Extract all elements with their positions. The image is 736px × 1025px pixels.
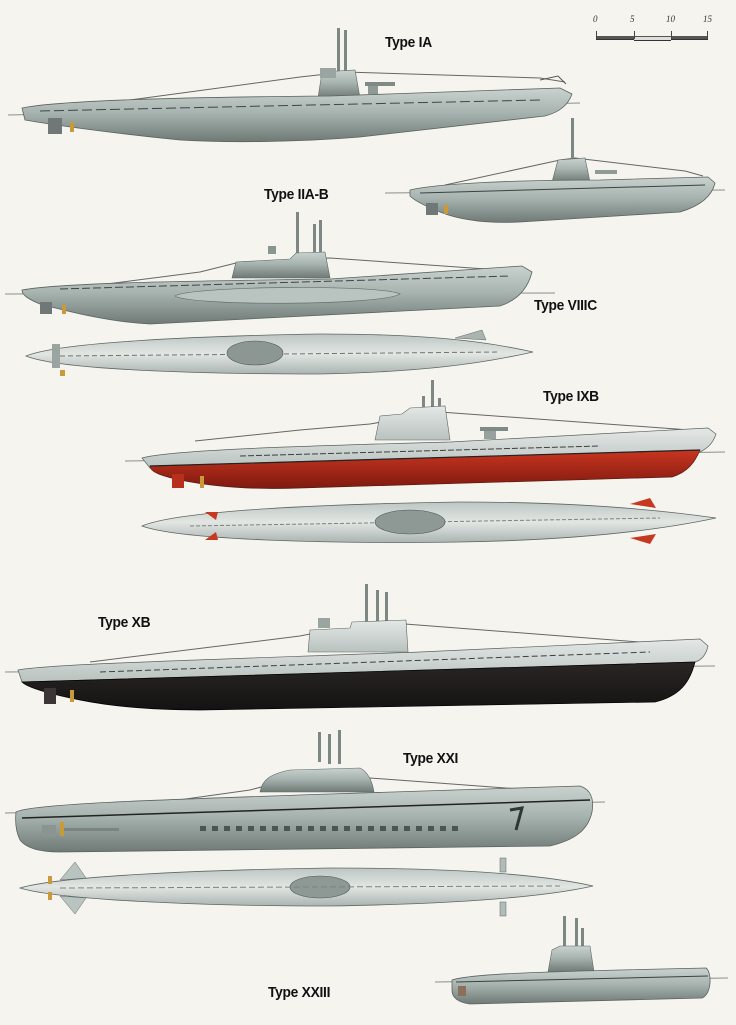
type-ixb-top-view	[140, 498, 717, 544]
scale-tick-label: 10	[666, 14, 675, 24]
scale-segment	[634, 36, 671, 41]
scale-tick-label: 0	[593, 14, 598, 24]
scale-tick-label: 5	[630, 14, 635, 24]
type-viic-top-view	[24, 329, 534, 376]
label-type-xxiii: Type XXIII	[268, 984, 331, 1001]
label-type-viic: Type VIIIC	[534, 297, 597, 314]
label-type-xb: Type XB	[98, 614, 151, 631]
scale-bar: 0 5 10 15	[590, 14, 716, 44]
label-type-ia: Type IA	[385, 34, 432, 51]
type-xxiii-side-view	[434, 916, 729, 1005]
scale-tick	[596, 31, 597, 39]
scale-segment	[596, 36, 634, 40]
scale-tick-label: 15	[703, 14, 712, 24]
scale-tick	[707, 31, 708, 39]
type-xxi-top-view	[18, 857, 594, 917]
scale-tick	[634, 31, 635, 39]
label-type-iia-b: Type IIA-B	[264, 186, 329, 203]
type-viic-side-view	[4, 212, 556, 325]
type-ixb-side-view	[124, 380, 726, 489]
type-iia-b-side-view	[384, 118, 726, 223]
type-xb-side-view	[4, 584, 716, 711]
type-xxi-side-view	[4, 730, 606, 853]
type-ia-side-view	[7, 28, 581, 143]
scale-tick	[671, 31, 672, 39]
scale-segment	[671, 36, 708, 40]
label-type-xxi: Type XXI	[403, 750, 459, 767]
label-type-ixb: Type IXB	[543, 388, 599, 405]
